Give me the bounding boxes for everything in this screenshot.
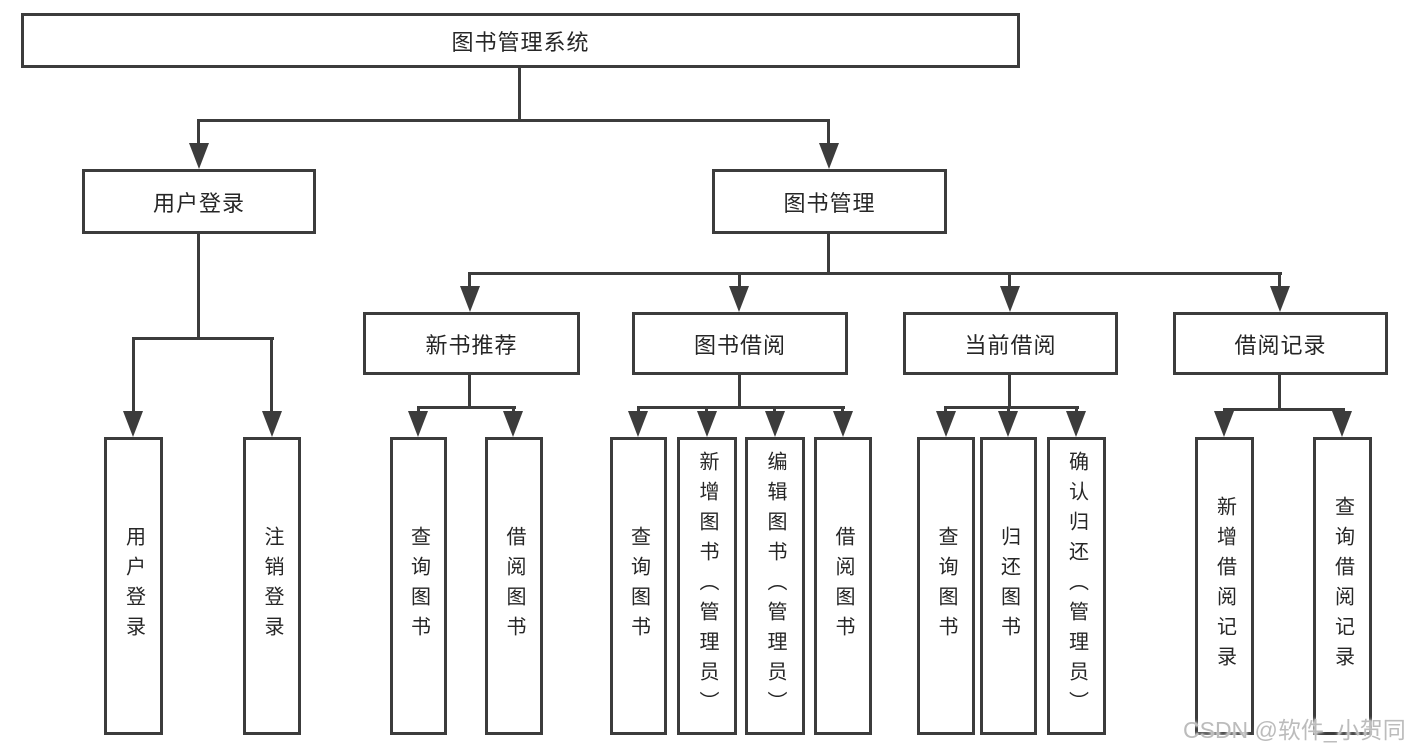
connector-line [1008, 375, 1011, 409]
group-borrow-records-label: 借阅记录 [1234, 332, 1327, 358]
leaf-cb-query-books-label: 查询图书 [935, 526, 957, 646]
group-book-borrowing-label: 图书借阅 [693, 332, 786, 358]
arrowhead-down-icon [503, 411, 523, 437]
arrowhead-down-icon [628, 411, 648, 437]
group-book-borrowing: 图书借阅 [632, 312, 848, 375]
connector-line [197, 119, 200, 145]
connector-line [1223, 408, 1345, 411]
connector-line [468, 272, 1282, 275]
arrowhead-down-icon [262, 411, 282, 437]
connector-line [197, 234, 200, 340]
arrowhead-down-icon [1332, 411, 1352, 437]
connector-line [468, 375, 471, 409]
leaf-nbr-query-books: 查询图书 [390, 437, 447, 735]
leaf-nbr-query-books-label: 查询图书 [407, 526, 430, 646]
leaf-br-add-borrow-record-label: 新增借阅记录 [1213, 496, 1236, 676]
connector-line [738, 275, 741, 288]
leaf-logout-login-label: 注销登录 [261, 526, 283, 646]
leaf-br-query-borrow-record-label: 查询借阅记录 [1331, 496, 1354, 676]
connector-line [417, 406, 516, 409]
connector-line [197, 119, 830, 122]
leaf-bb-edit-book-admin: 编辑图书（管理员） [745, 437, 805, 735]
group-current-borrowing: 当前借阅 [903, 312, 1118, 375]
leaf-nbr-borrow-books-label: 借阅图书 [503, 526, 525, 646]
leaf-cb-confirm-return-admin: 确认归还（管理员） [1047, 437, 1106, 735]
arrowhead-down-icon [408, 411, 428, 437]
leaf-cb-return-books-label: 归还图书 [997, 526, 1020, 646]
group-new-book-recommendation-label: 新书推荐 [425, 332, 518, 358]
arrowhead-down-icon [765, 411, 785, 437]
leaf-br-query-borrow-record: 查询借阅记录 [1313, 437, 1372, 735]
leaf-bb-edit-book-admin-label: 编辑图书（管理员） [764, 451, 786, 721]
connector-line [270, 340, 273, 413]
connector-line [944, 406, 1079, 409]
branch-book-management-label: 图书管理 [783, 190, 876, 216]
arrowhead-down-icon [1066, 411, 1086, 437]
connector-line [468, 275, 471, 288]
leaf-cb-query-books: 查询图书 [917, 437, 975, 735]
leaf-logout-login: 注销登录 [243, 437, 301, 735]
leaf-br-add-borrow-record: 新增借阅记录 [1195, 437, 1254, 735]
leaf-bb-add-book-admin: 新增图书（管理员） [677, 437, 737, 735]
connector-line [132, 337, 274, 340]
leaf-cb-return-books: 归还图书 [980, 437, 1037, 735]
arrowhead-down-icon [460, 286, 480, 312]
connector-line [518, 68, 521, 122]
leaf-bb-query-books: 查询图书 [610, 437, 667, 735]
leaf-bb-borrow-books-label: 借阅图书 [832, 526, 854, 646]
arrowhead-down-icon [189, 143, 209, 169]
watermark: CSDN @软件_小贺同学 [1183, 717, 1405, 743]
arrowhead-down-icon [1000, 286, 1020, 312]
connector-line [827, 234, 830, 275]
group-new-book-recommendation: 新书推荐 [363, 312, 580, 375]
arrowhead-down-icon [998, 411, 1018, 437]
connector-line [738, 375, 741, 409]
arrowhead-down-icon [729, 286, 749, 312]
connector-line [1278, 375, 1281, 411]
leaf-cb-confirm-return-admin-label: 确认归还（管理员） [1065, 451, 1088, 721]
arrowhead-down-icon [1214, 411, 1234, 437]
leaf-bb-add-book-admin-label: 新增图书（管理员） [696, 451, 718, 721]
arrowhead-down-icon [833, 411, 853, 437]
connector-line [132, 340, 135, 413]
branch-user-login-label: 用户登录 [152, 190, 245, 216]
connector-line [1008, 275, 1011, 288]
group-borrow-records: 借阅记录 [1173, 312, 1388, 375]
leaf-user-login: 用户登录 [104, 437, 163, 735]
node-root-label: 图书管理系统 [451, 29, 590, 55]
arrowhead-down-icon [936, 411, 956, 437]
leaf-user-login-label: 用户登录 [122, 526, 145, 646]
arrowhead-down-icon [123, 411, 143, 437]
leaf-nbr-borrow-books: 借阅图书 [485, 437, 543, 735]
branch-user-login: 用户登录 [82, 169, 316, 234]
branch-book-management: 图书管理 [712, 169, 947, 234]
leaf-bb-query-books-label: 查询图书 [627, 526, 650, 646]
node-root: 图书管理系统 [21, 13, 1020, 68]
arrowhead-down-icon [697, 411, 717, 437]
connector-line [827, 119, 830, 145]
leaf-bb-borrow-books: 借阅图书 [814, 437, 872, 735]
group-current-borrowing-label: 当前借阅 [964, 332, 1057, 358]
arrowhead-down-icon [819, 143, 839, 169]
arrowhead-down-icon [1270, 286, 1290, 312]
connector-line [1278, 275, 1281, 288]
connector-line [637, 406, 845, 409]
